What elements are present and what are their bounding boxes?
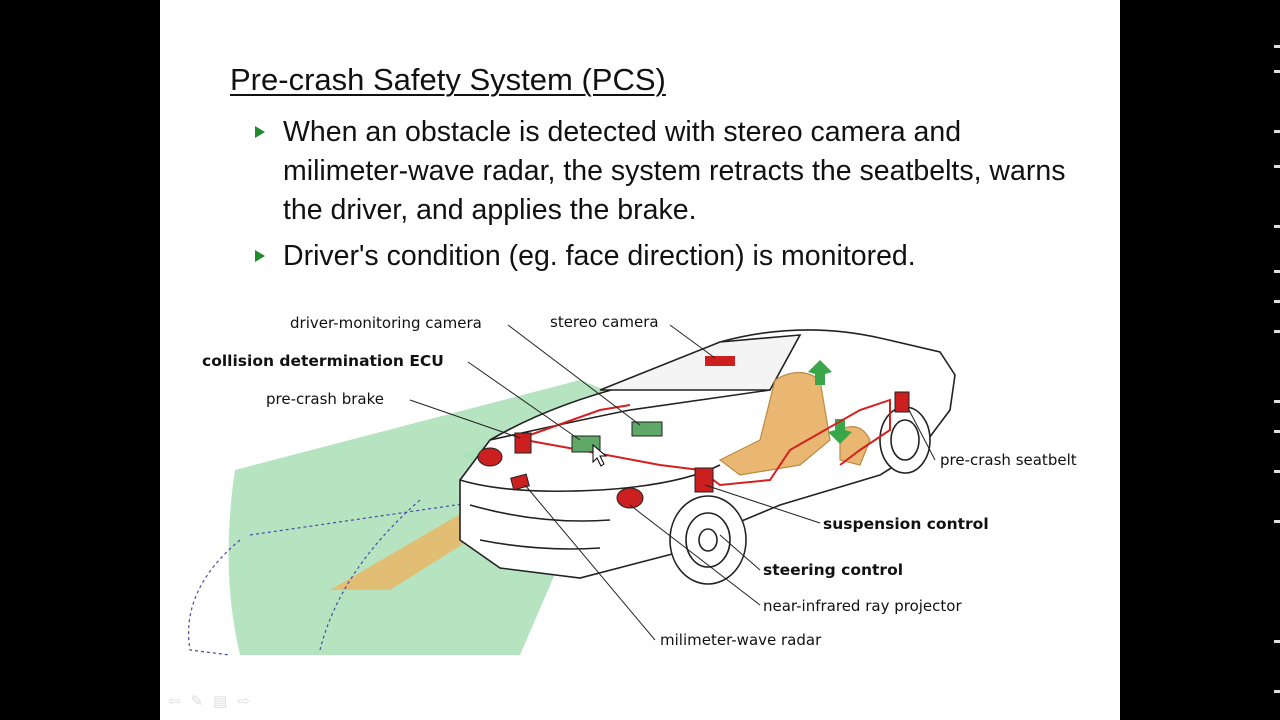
control-wiring bbox=[529, 404, 631, 436]
milimeter-wave-radar-label: milimeter-wave radar bbox=[660, 631, 822, 649]
driver-monitoring-camera-label: driver-monitoring camera bbox=[290, 314, 482, 332]
seatbelt-arrow-icon bbox=[808, 360, 832, 385]
menu-icon[interactable]: ▤ bbox=[213, 693, 228, 710]
near-infrared-projector bbox=[510, 473, 530, 491]
bullet-text: When an obstacle is detected with stereo… bbox=[283, 116, 1066, 226]
leader-lines bbox=[409, 324, 936, 641]
right-edge-strip bbox=[1272, 0, 1280, 720]
control-wiring bbox=[524, 398, 891, 487]
radar-range-outline bbox=[319, 499, 421, 651]
slide-title: Pre-crash Safety System (PCS) bbox=[230, 62, 666, 97]
stereo-camera-label: stereo camera bbox=[550, 313, 659, 331]
collision-ecu-label: collision determination ECU bbox=[202, 352, 444, 370]
radar-range-outline bbox=[188, 539, 241, 656]
steering-control-label: steering control bbox=[763, 561, 903, 579]
forward-icon[interactable]: ⇨ bbox=[237, 693, 250, 710]
suspension-control-label: suspension control bbox=[823, 515, 989, 533]
rear-wheel bbox=[879, 406, 931, 474]
car-body bbox=[459, 329, 956, 579]
near-infrared-label: near-infrared ray projector bbox=[763, 597, 962, 615]
bullet-arrow-icon bbox=[255, 126, 265, 138]
seatbelt-arrow-icon bbox=[828, 419, 852, 444]
seatbelt-unit bbox=[894, 391, 910, 413]
bullet-item: When an obstacle is detected with stereo… bbox=[255, 113, 1085, 230]
monitoring-camera-unit bbox=[631, 421, 663, 437]
bullet-arrow-icon bbox=[255, 250, 265, 262]
pcs-car-diagram: driver-monitoring camera stereo camera c… bbox=[188, 313, 1077, 656]
milimeter-radar-unit bbox=[616, 487, 644, 509]
suspension-unit bbox=[694, 467, 714, 493]
pre-crash-brake-label: pre-crash brake bbox=[266, 390, 384, 408]
slide: Pre-crash Safety System (PCS) When an ob… bbox=[160, 0, 1120, 720]
slide-nav-controls: ⇦ ✎ ▤ ⇨ bbox=[168, 692, 250, 710]
stereo-camera-unit bbox=[705, 356, 735, 366]
bullet-text: Driver's condition (eg. face direction) … bbox=[283, 240, 916, 272]
pen-icon[interactable]: ✎ bbox=[190, 693, 204, 710]
mouse-cursor-icon bbox=[592, 443, 608, 467]
bullet-list: When an obstacle is detected with stereo… bbox=[255, 113, 1085, 283]
front-wheel bbox=[669, 495, 747, 585]
headlamp-radar-unit bbox=[477, 447, 503, 467]
bullet-item: Driver's condition (eg. face direction) … bbox=[255, 237, 1085, 276]
pre-crash-brake-unit bbox=[514, 432, 532, 454]
back-icon[interactable]: ⇦ bbox=[168, 693, 181, 710]
pre-crash-seatbelt-label: pre-crash seatbelt bbox=[940, 451, 1077, 469]
radar-range-outline bbox=[249, 499, 491, 536]
